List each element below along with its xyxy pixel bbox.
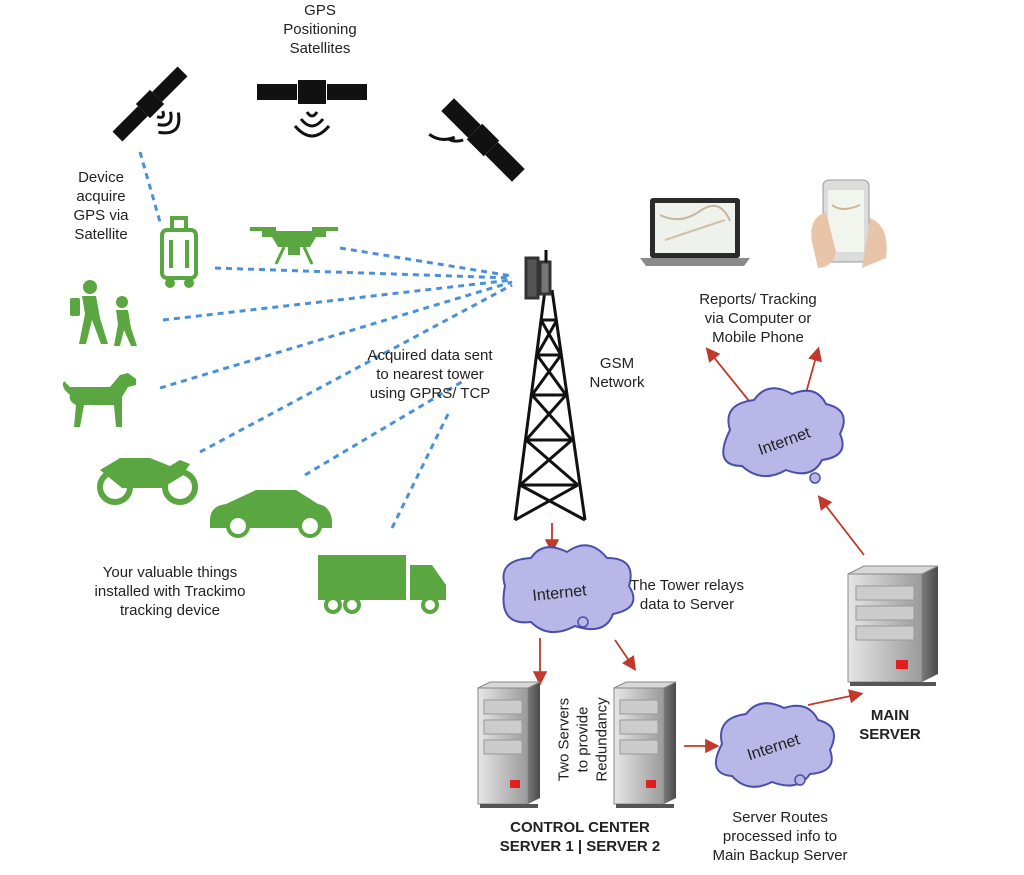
server-icon [477, 681, 541, 808]
label-line: Two Servers [555, 697, 573, 782]
server-icon [847, 565, 939, 686]
label-line: Main Backup Server [712, 847, 848, 864]
label-line: to nearest tower [376, 366, 484, 383]
label-line: using GPRS/ TCP [369, 385, 491, 402]
acquired-data-label: Acquired data sent to nearest tower usin… [345, 346, 515, 403]
label-line: Reports/ Tracking [699, 291, 817, 308]
label-line: GPS via [73, 207, 129, 224]
gsm-network-label: GSM Network [582, 354, 652, 392]
car-icon [210, 490, 332, 538]
label-line: Mobile Phone [712, 329, 804, 346]
label-line: data to Server [639, 596, 735, 613]
label-line: SERVER [859, 726, 921, 743]
phone-icon [811, 179, 887, 268]
tower-relays-label: The Tower relays data to Server [622, 576, 752, 614]
satellite-icon [112, 66, 188, 142]
label-line: Acquired data sent [367, 347, 493, 364]
tower-icon [513, 250, 587, 522]
label-line: GPS [304, 2, 336, 19]
label-line: Satellite [74, 226, 128, 243]
internet-cloud-icon: Internet [722, 387, 845, 484]
label-line: CONTROL CENTER [510, 819, 650, 836]
satellites-label: GPS Positioning Satellites [260, 1, 380, 58]
label-line: Network [589, 374, 645, 391]
dog-icon [62, 373, 136, 427]
label-line: Redundancy [593, 697, 611, 782]
luggage-icon [160, 216, 198, 288]
label-line: processed info to [722, 828, 838, 845]
label-line: tracking device [119, 602, 221, 619]
server-icon [613, 681, 677, 808]
label-line: SERVER 1 | SERVER 2 [499, 838, 661, 855]
label-line: installed with Trackimo [94, 583, 246, 600]
label-line: Satellites [289, 40, 351, 57]
label-line: MAIN [870, 707, 910, 724]
redundancy-label: Two Servers to provide Redundancy [555, 685, 612, 795]
satellite-icon [428, 98, 525, 182]
control-center-label: CONTROL CENTER SERVER 1 | SERVER 2 [480, 818, 680, 856]
label-line: Positioning [283, 21, 357, 38]
satellite-icon [257, 80, 367, 138]
label-line: acquire [76, 188, 126, 205]
internet-cloud-icon: Internet [502, 544, 635, 633]
drone-icon [250, 227, 338, 265]
reports-tracking-label: Reports/ Tracking via Computer or Mobile… [688, 290, 828, 347]
flow-arrows [532, 346, 865, 754]
truck-icon [318, 555, 446, 614]
label-line: Your valuable things [102, 564, 238, 581]
laptop-icon [640, 198, 750, 266]
label-line: to provide [574, 706, 592, 773]
hikers-icon [70, 280, 137, 346]
server-routes-label: Server Routes processed info to Main Bac… [700, 808, 860, 865]
device-acquire-label: Device acquire GPS via Satellite [56, 168, 146, 244]
label-line: GSM [599, 355, 635, 372]
label-line: Device [78, 169, 124, 186]
motorcycle-icon [97, 458, 198, 505]
main-server-label: MAIN SERVER [850, 706, 930, 744]
label-line: via Computer or [704, 310, 812, 327]
internet-cloud-icon: Internet [714, 702, 835, 788]
label-line: Server Routes [732, 809, 828, 826]
internet-cloud-label: Internet [532, 582, 588, 605]
signal-lines [138, 151, 513, 529]
valuable-things-label: Your valuable things installed with Trac… [80, 563, 260, 620]
label-line: The Tower relays [630, 577, 744, 594]
